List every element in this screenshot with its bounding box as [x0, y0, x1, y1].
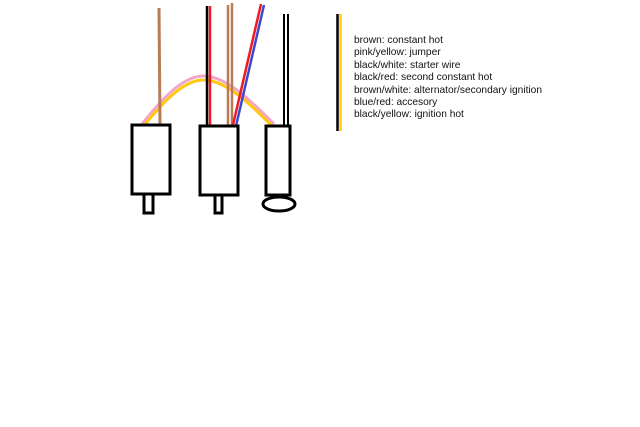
legend-item: brown: constant hot — [354, 35, 443, 46]
jumper-wire-pink — [140, 74, 276, 126]
black-red-wire — [205, 6, 212, 125]
legend-item: pink/yellow: jumper — [354, 47, 441, 59]
connector-left — [130, 123, 172, 215]
jumper-wire-yellow — [141, 78, 275, 129]
legend-color-bar — [336, 14, 342, 131]
legend-item: black/white: starter wire — [354, 59, 461, 71]
brown-wires-middle — [226, 3, 234, 125]
legend-item: black/yellow: ignition hot — [354, 109, 464, 121]
black-wire-right — [283, 14, 289, 125]
blue-red-wire — [231, 3, 266, 127]
legend-item: blue/red: accesory — [354, 97, 438, 109]
connector-right — [261, 124, 297, 213]
wire-color-legend: brown: constant hot pink/yellow: jumper … — [354, 35, 542, 122]
connector-middle — [198, 124, 240, 215]
brown-wire-left — [157, 7, 162, 126]
legend-item: brown/white: alternator/secondary igniti… — [354, 84, 543, 96]
legend-item: black/red: second constant hot — [354, 72, 493, 84]
